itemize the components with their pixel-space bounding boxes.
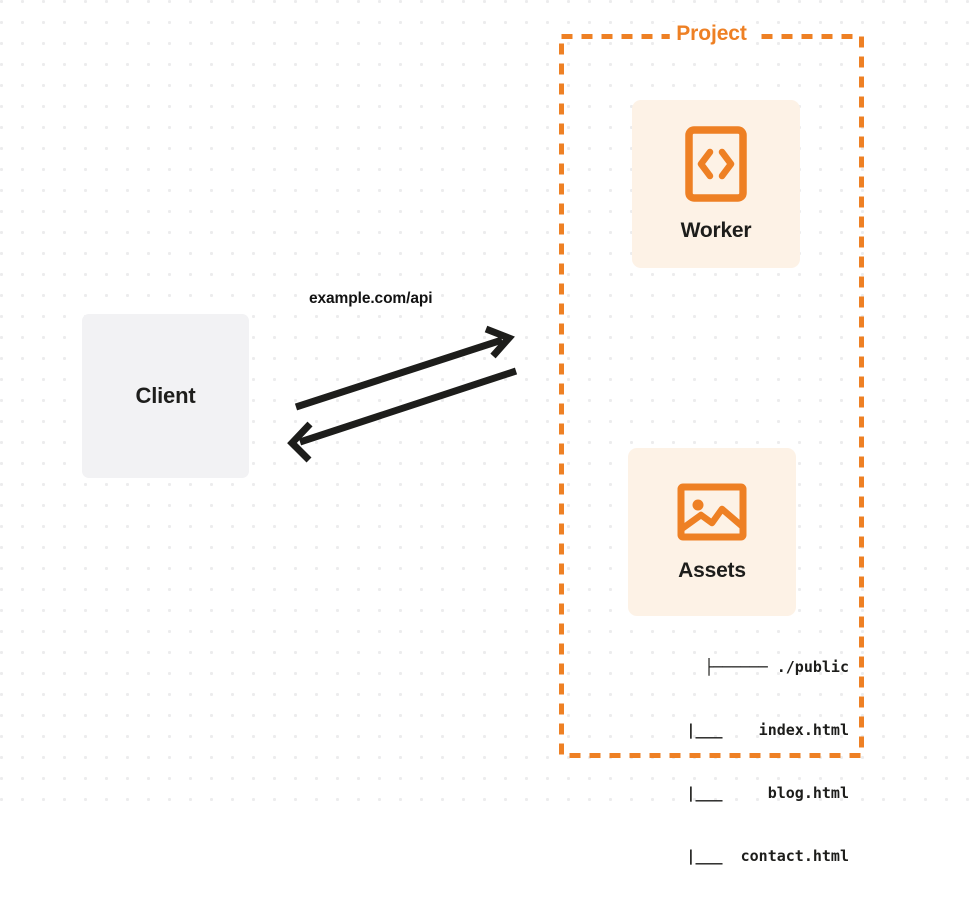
- request-arrow-icon: [294, 325, 515, 411]
- file-tree-row: ├────── ./public: [704, 658, 850, 676]
- worker-card[interactable]: Worker: [632, 100, 800, 268]
- file-tree-row: |___ index.html: [659, 721, 849, 739]
- assets-file-tree: ├────── ./public |___ index.html |___ bl…: [603, 615, 853, 909]
- code-brackets-icon: [685, 125, 747, 207]
- file-tree-row: |___ blog.html: [659, 784, 849, 802]
- client-label: Client: [135, 383, 196, 408]
- response-arrow-icon: [287, 367, 518, 463]
- assets-label: Assets: [678, 558, 746, 582]
- image-icon: [677, 482, 747, 547]
- project-title: Project: [669, 22, 754, 46]
- project-container: Project Worker Assets: [559, 22, 864, 865]
- client-node[interactable]: Client: [82, 314, 249, 478]
- connection-label: example.com/api: [309, 290, 433, 307]
- diagram-canvas: Client example.com/api Project: [0, 0, 980, 865]
- file-tree-row: |___ contact.html: [659, 847, 849, 865]
- assets-card[interactable]: Assets: [628, 448, 796, 616]
- worker-label: Worker: [680, 218, 752, 242]
